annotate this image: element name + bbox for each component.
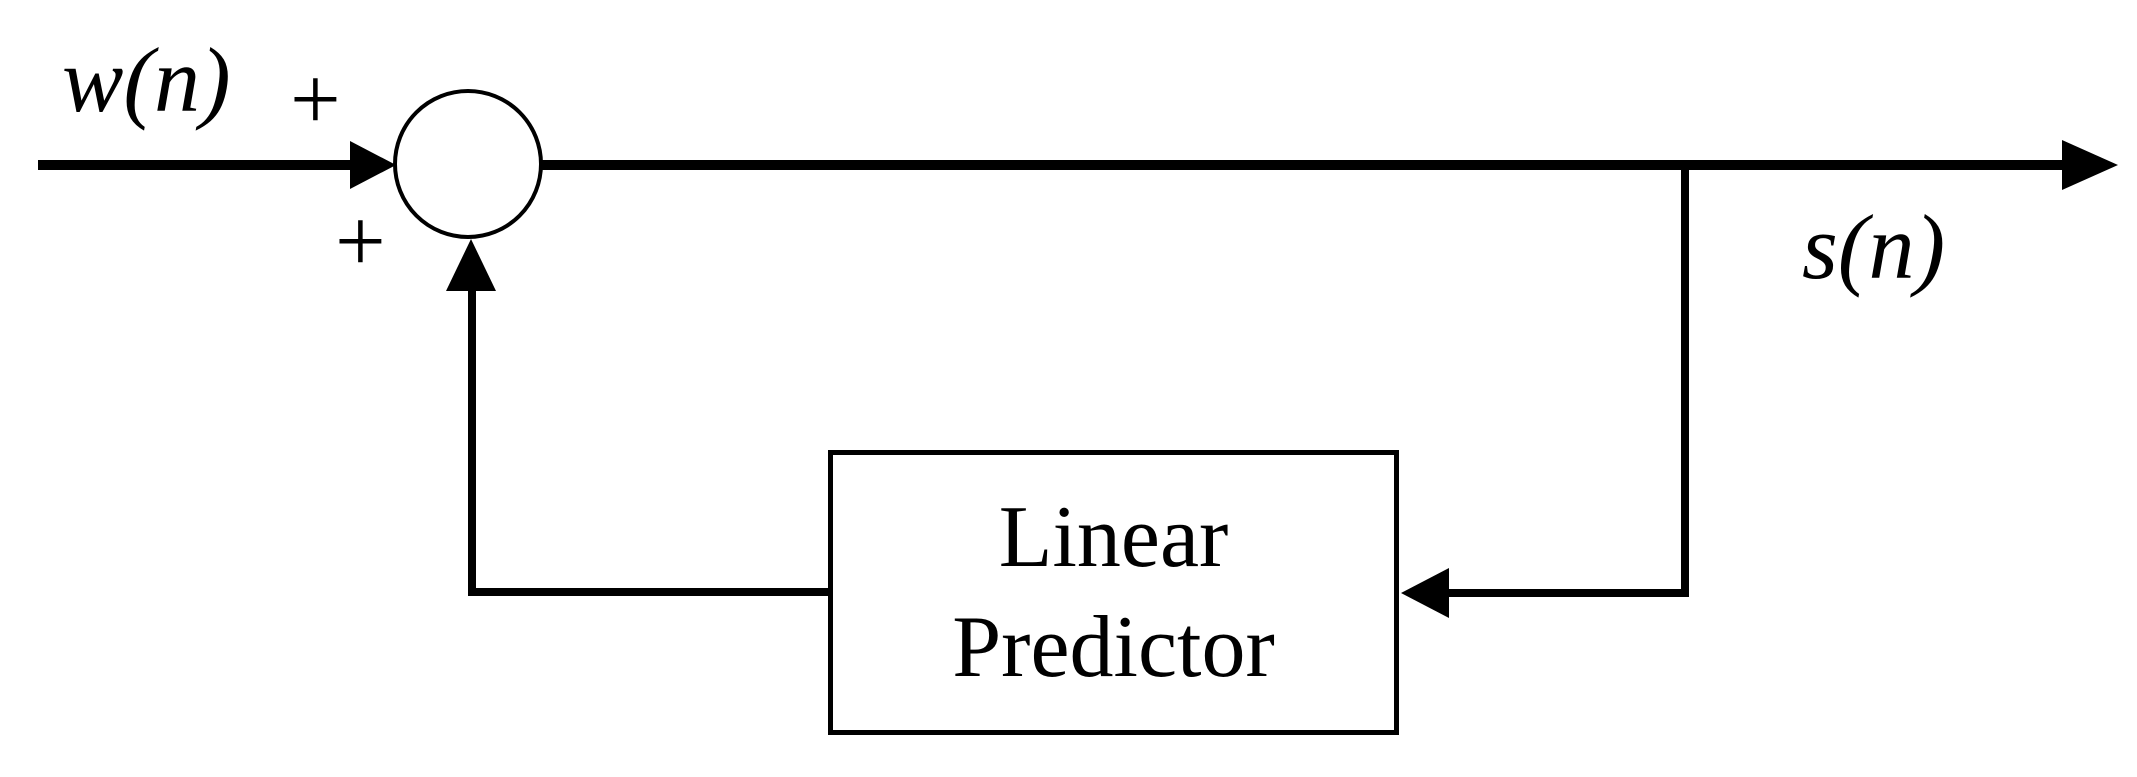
- output-signal-label: s(n): [1802, 196, 1946, 298]
- plus-sign-bottom: +: [335, 192, 386, 291]
- feedback-tap-line: [1447, 168, 1689, 597]
- predictor-input-arrowhead-icon: [1401, 568, 1449, 618]
- linear-predictor-label-line1: Linear: [998, 488, 1229, 586]
- feedback-return-line: [468, 288, 830, 596]
- input-signal-label: w(n): [62, 29, 231, 131]
- input-arrowhead-icon: [350, 141, 396, 189]
- plus-sign-top: +: [290, 50, 341, 149]
- output-arrowhead-icon: [2062, 140, 2118, 190]
- summing-input-arrowhead-icon: [446, 239, 496, 291]
- linear-predictor-block: Linear Predictor: [828, 450, 1399, 735]
- linear-predictor-label-line2: Predictor: [952, 598, 1275, 696]
- summing-junction-circle: [393, 89, 543, 239]
